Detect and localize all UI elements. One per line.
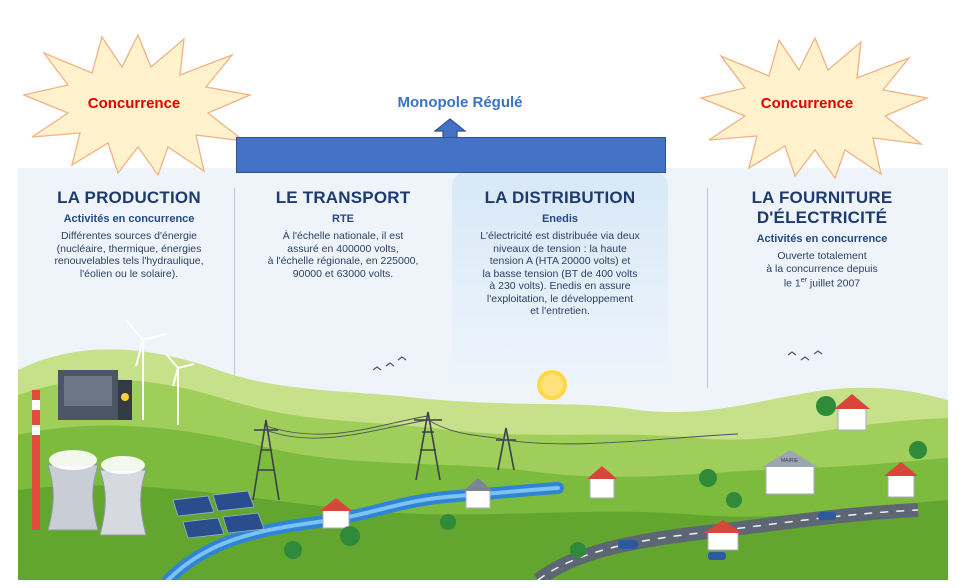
- fourniture-description: Ouverte totalement à la concurrence depu…: [712, 250, 932, 290]
- right-star-label: Concurrence: [760, 95, 854, 112]
- transport-title: LE TRANSPORT: [275, 188, 411, 207]
- monopole-bar: [236, 137, 666, 173]
- production-description: Différentes sources d'énergie (nucléaire…: [54, 230, 204, 280]
- transport-description: À l'échelle nationale, il est assuré en …: [267, 230, 419, 280]
- distribution-title: LA DISTRIBUTION: [484, 188, 636, 207]
- distribution-subtitle: Enedis: [541, 213, 579, 225]
- right-burst-shape: [698, 36, 930, 180]
- column-separator: [234, 188, 235, 398]
- fourniture-subtitle: Activités en concurrence: [756, 233, 888, 245]
- left-star-label: Concurrence: [87, 95, 181, 112]
- energy-landscape-illustration: MAIRIE: [18, 319, 948, 580]
- monopole-label: Monopole Régulé: [397, 94, 523, 111]
- production-column: LA PRODUCTION Activités en concurrence D…: [24, 188, 234, 280]
- transport-column: LE TRANSPORT RTE À l'échelle nationale, …: [238, 188, 448, 280]
- distribution-highlight-panel: [452, 172, 668, 402]
- production-title: LA PRODUCTION: [57, 188, 201, 207]
- mairie-sign: MAIRIE: [781, 458, 799, 464]
- production-subtitle: Activités en concurrence: [63, 213, 195, 225]
- distribution-description: L'électricité est distribuée via deux ni…: [480, 230, 640, 317]
- fourniture-date: le 1er juillet 2007: [783, 277, 861, 290]
- distribution-column: LA DISTRIBUTION Enedis L'électricité est…: [452, 188, 668, 318]
- fourniture-title: LA FOURNITURE D'ÉLECTRICITÉ: [751, 188, 893, 227]
- fourniture-column: LA FOURNITURE D'ÉLECTRICITÉ Activités en…: [712, 188, 932, 290]
- left-burst-shape: [21, 33, 253, 177]
- transport-subtitle: RTE: [332, 213, 354, 225]
- column-separator: [707, 188, 708, 388]
